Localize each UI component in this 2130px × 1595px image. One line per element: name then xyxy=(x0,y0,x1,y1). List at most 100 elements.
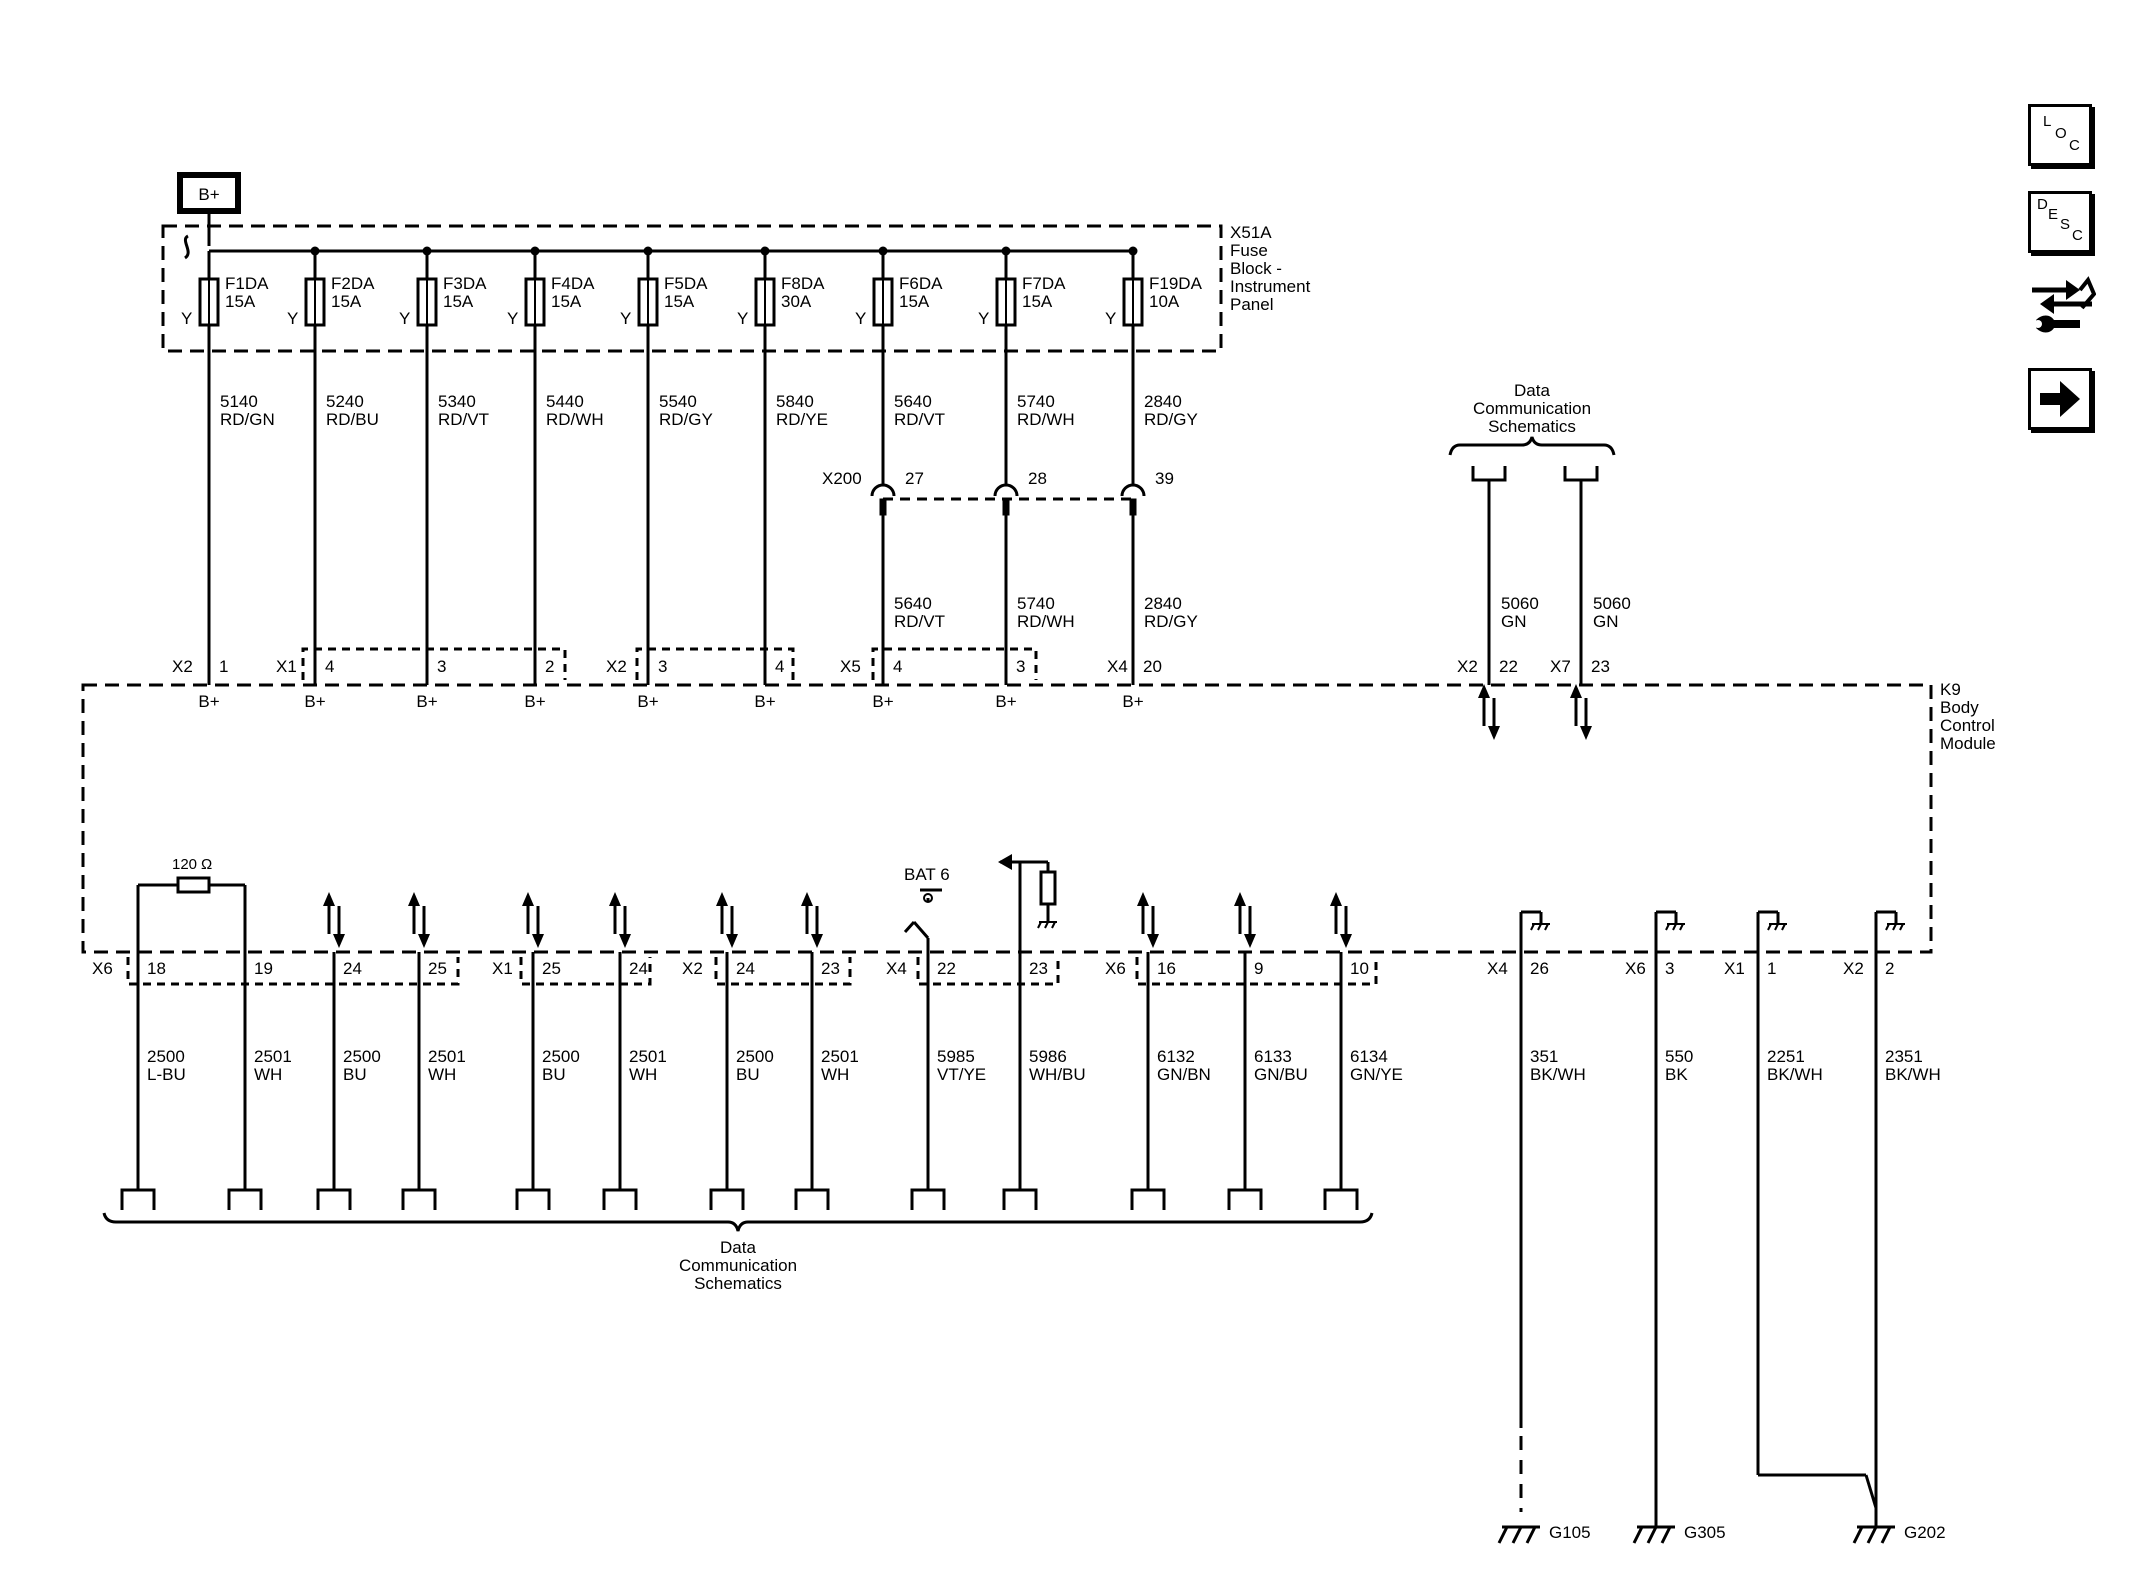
loc-button[interactable]: L O C xyxy=(2028,104,2092,166)
ground-label-g202: G202 xyxy=(1904,1523,1946,1542)
data-comm-top-brace xyxy=(1448,436,1616,456)
module-ground-icon xyxy=(1767,923,1788,931)
wire-circuit: 5740 xyxy=(1017,594,1055,613)
bcm-connector-id: X6 xyxy=(92,959,113,978)
fuse-pin: Y xyxy=(620,309,631,328)
bcm-pin: 16 xyxy=(1157,959,1176,978)
bcm-connector-id: X4 xyxy=(1107,657,1128,676)
module-ground-icon xyxy=(1530,923,1551,931)
ground-g305-icon xyxy=(1632,1525,1677,1545)
bcm-pin: 3 xyxy=(1016,657,1025,676)
bcm-pin: 25 xyxy=(428,959,447,978)
desc-letter-c: C xyxy=(2072,227,2083,244)
x200-male-terminal xyxy=(1129,498,1137,516)
bcm-label: Body xyxy=(1940,698,1979,717)
bcm-pin: 23 xyxy=(1029,959,1048,978)
wire-color: BU xyxy=(736,1065,760,1084)
x200-label: X200 xyxy=(822,469,862,488)
next-button[interactable] xyxy=(2028,368,2092,430)
fuse-pin: Y xyxy=(181,309,192,328)
wire-color: GN/YE xyxy=(1350,1065,1403,1084)
wire-color: BK/WH xyxy=(1530,1065,1586,1084)
fuse-rating: 15A xyxy=(899,292,930,311)
bcm-connector-id: X6 xyxy=(1625,959,1646,978)
bcm-pin: 2 xyxy=(545,657,554,676)
wire-color: RD/VT xyxy=(438,410,489,429)
bcm-connector-id: X4 xyxy=(1487,959,1508,978)
fuse-block-label: X51A xyxy=(1230,223,1272,242)
loc-letter-o: O xyxy=(2055,125,2067,142)
x200-female-terminal xyxy=(870,483,896,497)
wire-color: WH xyxy=(254,1065,282,1084)
wire-color: RD/GY xyxy=(1144,410,1198,429)
wire-circuit: 5640 xyxy=(894,392,932,411)
switch-pivot xyxy=(923,893,933,903)
wire-color: RD/BU xyxy=(326,410,379,429)
fuse-rating: 15A xyxy=(664,292,695,311)
bcm-pin: 24 xyxy=(343,959,362,978)
bidirectional-arrow xyxy=(520,890,546,950)
data-comm-terminal xyxy=(515,1188,551,1212)
x200-pin: 27 xyxy=(905,469,924,488)
wire-circuit: 2501 xyxy=(254,1047,292,1066)
bcm-pin: 10 xyxy=(1350,959,1369,978)
wire-color: RD/WH xyxy=(1017,410,1075,429)
fuse-name: F7DA xyxy=(1022,274,1066,293)
bplus-label: B+ xyxy=(304,692,325,711)
bidirectional-arrow xyxy=(1135,890,1161,950)
connector-repair-button[interactable] xyxy=(2028,274,2097,338)
wire-color: GN xyxy=(1501,612,1527,631)
bcm-pin: 4 xyxy=(775,657,784,676)
data-comm-terminal xyxy=(227,1188,263,1212)
fuse-name: F4DA xyxy=(551,274,595,293)
data-comm-terminal xyxy=(1323,1188,1359,1212)
fuse-name: F2DA xyxy=(331,274,375,293)
bcm-pin: 22 xyxy=(1499,657,1518,676)
bcm-pin: 24 xyxy=(629,959,648,978)
fuse-pin: Y xyxy=(1105,309,1116,328)
data-comm-bottom-label: Data xyxy=(720,1238,756,1257)
bcm-pin: 4 xyxy=(893,657,902,676)
wire-color: BK/WH xyxy=(1767,1065,1823,1084)
bidirectional-arrow xyxy=(1328,890,1354,950)
wire-circuit: 2500 xyxy=(147,1047,185,1066)
x200-pin: 39 xyxy=(1155,469,1174,488)
fuse-rating: 15A xyxy=(443,292,474,311)
wire-circuit: 5240 xyxy=(326,392,364,411)
bcm-label: Module xyxy=(1940,734,1996,753)
bidirectional-arrow xyxy=(607,890,633,950)
fuse-pin: Y xyxy=(507,309,518,328)
wire-circuit: 2501 xyxy=(629,1047,667,1066)
wire-color: GN/BN xyxy=(1157,1065,1211,1084)
fuse-name: F19DA xyxy=(1149,274,1203,293)
wire-circuit: 5840 xyxy=(776,392,814,411)
bplus-label: B+ xyxy=(995,692,1016,711)
desc-letter-e: E xyxy=(2048,206,2059,223)
fuse-block-label: Fuse xyxy=(1230,241,1268,260)
wire-circuit: 5140 xyxy=(220,392,258,411)
bcm-pin: 1 xyxy=(1767,959,1776,978)
bplus-label: B+ xyxy=(1122,692,1143,711)
bcm-connector-box xyxy=(1135,957,1378,986)
wire-circuit: 2501 xyxy=(428,1047,466,1066)
bidirectional-arrow xyxy=(1476,682,1502,742)
bcm-connector-id: X2 xyxy=(1843,959,1864,978)
wire-circuit: 6132 xyxy=(1157,1047,1195,1066)
wire-color: GN/BU xyxy=(1254,1065,1308,1084)
bplus-label: B+ xyxy=(872,692,893,711)
bcm-connector-id: X5 xyxy=(840,657,861,676)
wire-circuit: 2500 xyxy=(343,1047,381,1066)
bcm-connector-id: X2 xyxy=(682,959,703,978)
resistor-120-ohm xyxy=(176,876,211,894)
wire-circuit: 5060 xyxy=(1501,594,1539,613)
x200-female-terminal xyxy=(993,483,1019,497)
data-comm-terminal xyxy=(120,1188,156,1212)
data-comm-terminal xyxy=(1563,464,1599,482)
fuse-rating: 15A xyxy=(225,292,256,311)
bat6-label: BAT 6 xyxy=(904,865,950,884)
desc-button[interactable]: D E S C xyxy=(2028,191,2092,253)
wire-color: RD/GY xyxy=(1144,612,1198,631)
bcm-pin: 22 xyxy=(937,959,956,978)
pulldown-resistor xyxy=(1039,870,1057,906)
bidirectional-arrow xyxy=(714,890,740,950)
